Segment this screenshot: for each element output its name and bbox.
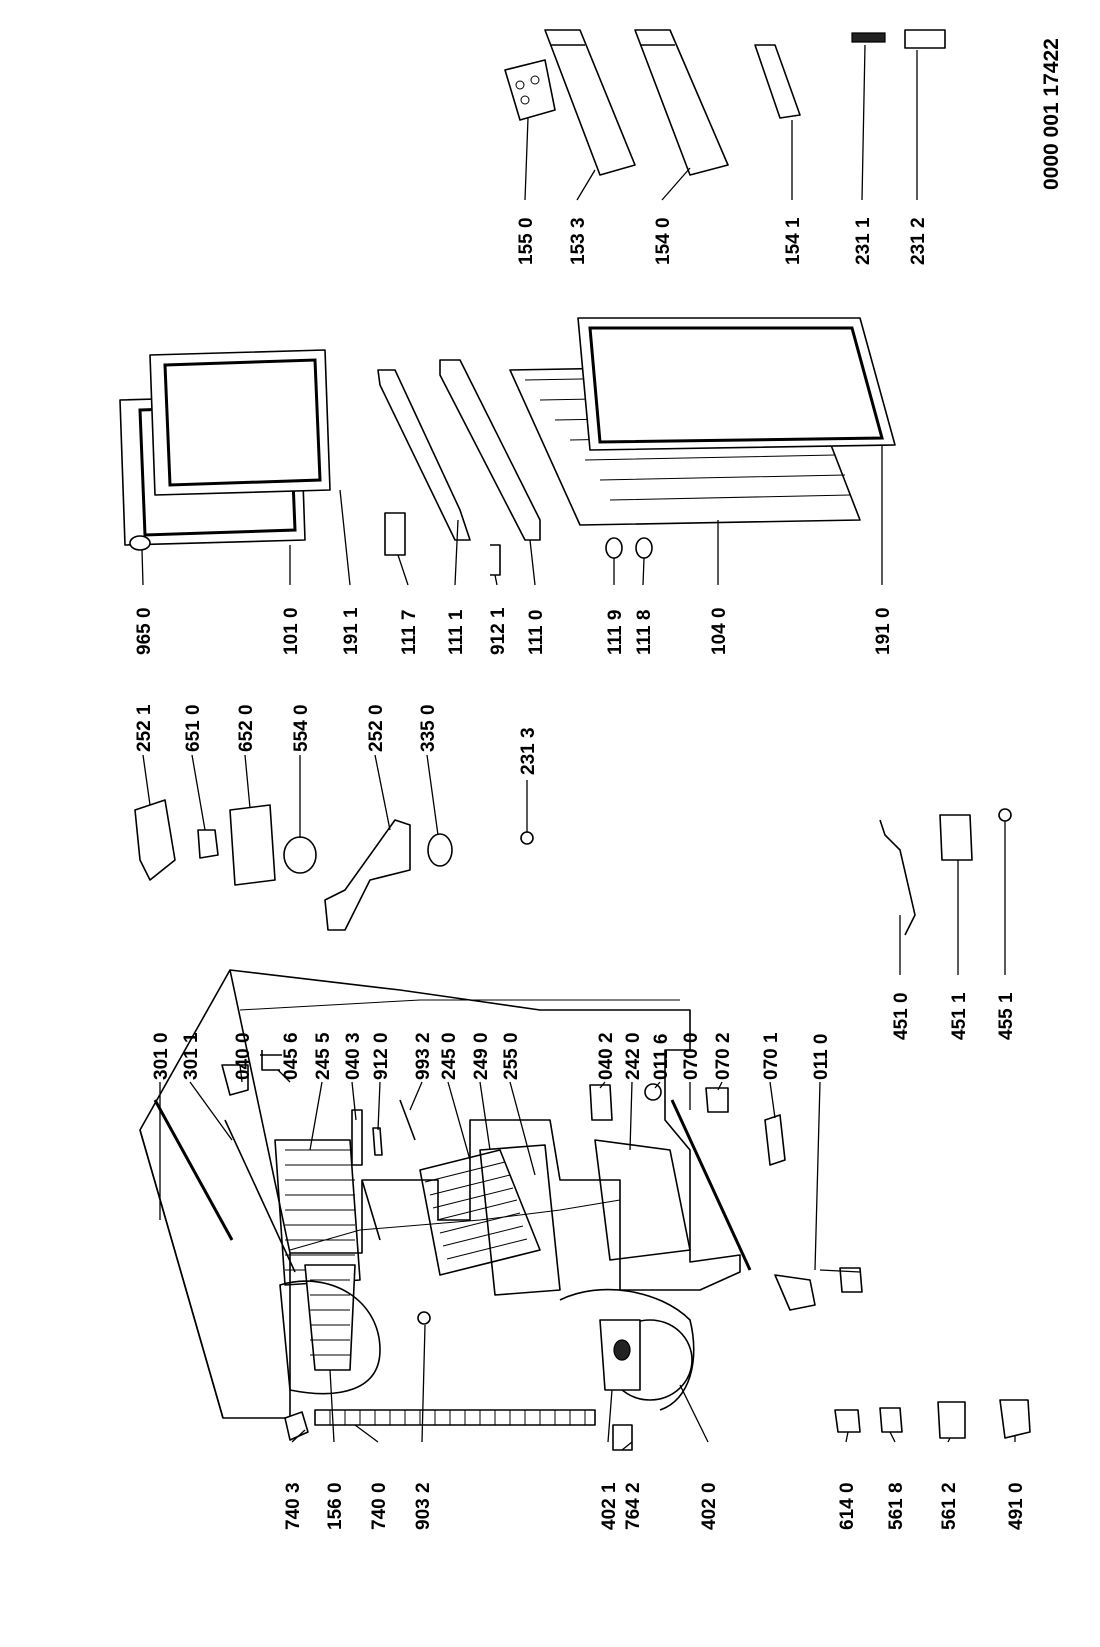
label-993-2: 993 2 (413, 1032, 434, 1080)
label-111-1: 111 1 (446, 609, 467, 655)
label-231-1: 231 1 (853, 217, 874, 265)
cabinet-drawing (139, 969, 863, 1426)
label-040-3: 040 3 (343, 1032, 364, 1080)
label-651-0: 651 0 (183, 704, 204, 752)
label-740-3: 740 3 (283, 1482, 304, 1530)
condenser-drawing (314, 1409, 596, 1426)
hinge-strip-drawing (670, 1099, 752, 1271)
control-components-drawings (134, 799, 1012, 936)
ice-tray-drawing (304, 1264, 356, 1371)
label-965-0: 965 0 (134, 607, 155, 655)
label-252-1: 252 1 (134, 704, 155, 752)
label-040-2: 040 2 (596, 1032, 617, 1080)
label-154-1: 154 1 (783, 217, 804, 265)
label-903-2: 903 2 (413, 1482, 434, 1530)
label-451-1: 451 1 (949, 992, 970, 1040)
label-912-1: 912 1 (488, 607, 509, 655)
label-111-0: 111 0 (526, 610, 547, 655)
label-045-6: 045 6 (281, 1032, 302, 1080)
label-154-0: 154 0 (653, 217, 674, 265)
label-191-0: 191 0 (873, 607, 894, 655)
door-drawings (119, 317, 896, 576)
label-249-0: 249 0 (471, 1032, 492, 1080)
label-301-0: 301 0 (151, 1032, 172, 1080)
label-912-0: 912 0 (371, 1032, 392, 1080)
part-labels: 301 0 301 1 040 0 045 6 245 5 040 3 912 … (134, 38, 1063, 1530)
label-561-8: 561 8 (886, 1482, 907, 1530)
door-shelves-drawings (504, 29, 946, 176)
label-402-1: 402 1 (599, 1482, 620, 1530)
label-301-1: 301 1 (181, 1032, 202, 1080)
label-156-0: 156 0 (325, 1482, 346, 1530)
label-070-0: 070 0 (681, 1032, 702, 1080)
label-231-2: 231 2 (908, 217, 929, 265)
label-101-0: 101 0 (281, 607, 302, 655)
bottom-bracket-drawing (774, 1274, 816, 1311)
label-245-5: 245 5 (313, 1032, 334, 1080)
label-764-2: 764 2 (623, 1482, 644, 1530)
label-011-6: 011 6 (651, 1034, 672, 1081)
label-231-3: 231 3 (518, 727, 539, 775)
label-402-0: 402 0 (699, 1482, 720, 1530)
label-070-1: 070 1 (761, 1032, 782, 1080)
label-451-0: 451 0 (891, 992, 912, 1040)
upper-shelf-drawing (274, 1139, 361, 1286)
label-652-0: 652 0 (236, 704, 257, 752)
label-491-0: 491 0 (1006, 1482, 1027, 1530)
label-153-3: 153 3 (568, 217, 589, 265)
label-104-0: 104 0 (709, 607, 730, 655)
label-111-8: 111 8 (634, 610, 655, 655)
label-191-1: 191 1 (341, 607, 362, 655)
label-561-2: 561 2 (939, 1482, 960, 1530)
document-id: 0000 001 17422 (1040, 38, 1063, 190)
label-011-0: 011 0 (811, 1034, 832, 1081)
crisper-drawer-drawing (594, 1139, 691, 1261)
label-335-0: 335 0 (418, 704, 439, 752)
label-111-9: 111 9 (605, 610, 626, 655)
label-740-0: 740 0 (369, 1482, 390, 1530)
label-255-0: 255 0 (501, 1032, 522, 1080)
label-455-1: 455 1 (996, 992, 1017, 1040)
label-245-0: 245 0 (439, 1032, 460, 1080)
label-554-0: 554 0 (291, 704, 312, 752)
label-252-0: 252 0 (366, 704, 387, 752)
label-242-0: 242 0 (623, 1032, 644, 1080)
foot-drawing (839, 1267, 863, 1293)
label-040-0: 040 0 (233, 1032, 254, 1080)
label-070-2: 070 2 (713, 1032, 734, 1080)
label-111-7: 111 7 (399, 610, 420, 655)
label-614-0: 614 0 (837, 1482, 858, 1530)
top-cover-drawing (153, 1099, 234, 1241)
compressor-drawing (559, 1288, 695, 1411)
label-155-0: 155 0 (516, 217, 537, 265)
leader-lines (141, 44, 1016, 1451)
lower-shelf-drawing (419, 1144, 561, 1296)
